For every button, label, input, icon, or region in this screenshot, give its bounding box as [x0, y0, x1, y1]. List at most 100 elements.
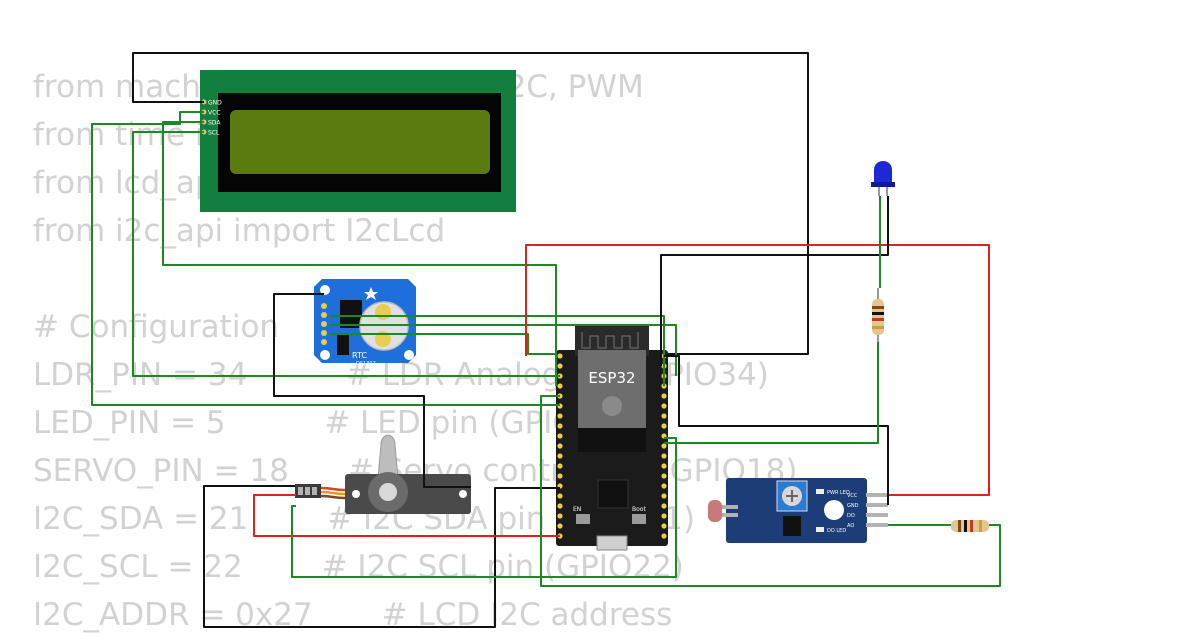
esp32-header-pin[interactable]	[557, 413, 563, 419]
esp32-shield	[578, 350, 646, 428]
esp32-header-pin[interactable]	[557, 363, 563, 369]
esp32-header-pin[interactable]	[557, 353, 563, 359]
battery-contact	[375, 304, 391, 320]
en-button[interactable]	[576, 514, 590, 524]
do-led	[816, 527, 824, 532]
comparator-chip	[783, 516, 801, 536]
pwr-led-label: PWR LED	[827, 490, 850, 496]
wire-lcd-gnd[interactable]	[132, 52, 809, 355]
servo-shaft	[379, 483, 397, 501]
wire-ldr-gnd[interactable]	[664, 355, 889, 505]
ldr-resistor[interactable]	[951, 520, 989, 532]
rtc-pin[interactable]	[321, 312, 327, 318]
ldr-header-pin[interactable]	[866, 513, 888, 517]
servo-lead	[320, 486, 346, 492]
photoresistor	[708, 500, 722, 522]
esp32-header-pin[interactable]	[661, 513, 667, 519]
esp32-board[interactable]: ESP32 EN Boot	[556, 326, 668, 551]
servo-lead	[320, 494, 346, 500]
antenna-trace	[581, 332, 639, 349]
esp32-header-pin[interactable]	[557, 433, 563, 439]
esp32-header-pin[interactable]	[661, 533, 667, 539]
esp32-header-pin[interactable]	[557, 473, 563, 479]
code-line: I2C_ADDR = 0x27 # LCD I2C address	[33, 597, 673, 633]
esp32-header-pin[interactable]	[661, 393, 667, 399]
wire-rtc-signal[interactable]	[330, 324, 677, 376]
esp32-header-pin[interactable]	[557, 513, 563, 519]
esp32-header-pin[interactable]	[661, 483, 667, 489]
rtc-mount-hole	[320, 285, 330, 295]
esp32-header-pin[interactable]	[557, 463, 563, 469]
blue-led[interactable]	[871, 161, 895, 196]
wire-rtc-signal[interactable]	[330, 315, 665, 386]
espressif-logo-icon	[602, 396, 622, 416]
esp32-header-pin[interactable]	[661, 443, 667, 449]
resistor-band	[958, 520, 961, 532]
wire-lcd-scl[interactable]	[132, 131, 560, 377]
ldr-sensor-module[interactable]: PWR LED DO LED VCC GND DO AO	[708, 478, 888, 543]
rtc-module[interactable]: RTC DS1307	[314, 279, 416, 367]
esp32-header-pin[interactable]	[661, 463, 667, 469]
resistor-band	[872, 318, 884, 321]
esp32-header-pin[interactable]	[557, 523, 563, 529]
led-resistor[interactable]	[872, 288, 884, 342]
resistor-body	[872, 299, 884, 335]
esp32-header-pin[interactable]	[557, 503, 563, 509]
rtc-pin[interactable]	[321, 330, 327, 336]
wire-led-gpio[interactable]	[664, 342, 879, 444]
esp32-header-pin[interactable]	[557, 423, 563, 429]
esp32-header-pin[interactable]	[661, 493, 667, 499]
wire-servo-ground[interactable]	[203, 485, 560, 628]
esp32-header-pin[interactable]	[661, 413, 667, 419]
photoresistor-lead	[722, 505, 738, 509]
servo-mount-hole	[459, 490, 467, 498]
wire-vcc[interactable]	[525, 244, 990, 496]
esp32-header-pin[interactable]	[661, 403, 667, 409]
esp32-header-pin[interactable]	[661, 473, 667, 479]
en-button-label: EN	[573, 506, 581, 513]
rtc-crystal	[337, 333, 349, 355]
wire-ldr-analog[interactable]	[540, 395, 1001, 587]
resistor-band	[979, 520, 982, 532]
esp32-header-pin[interactable]	[661, 453, 667, 459]
ldr-header-pin[interactable]	[866, 503, 888, 507]
rtc-pin[interactable]	[321, 339, 327, 345]
code-line: # Configuration	[33, 309, 280, 345]
esp32-header-pin[interactable]	[661, 523, 667, 529]
ldr-header-pin[interactable]	[866, 523, 888, 527]
esp32-header-pin[interactable]	[661, 423, 667, 429]
ldr-header-pin[interactable]	[866, 493, 888, 497]
servo-body	[345, 474, 471, 514]
wire-servo-signal[interactable]	[291, 437, 677, 578]
rtc-chip	[340, 300, 362, 328]
esp32-right-header[interactable]	[661, 353, 667, 539]
esp32-header-pin[interactable]	[557, 383, 563, 389]
wire-servo-gnd[interactable]	[273, 293, 471, 488]
wire-servo-power[interactable]	[253, 494, 560, 537]
rtc-pin[interactable]	[321, 321, 327, 327]
esp32-module-base	[578, 428, 646, 452]
servo-pin	[298, 487, 303, 495]
lcd-display[interactable]: GND VCC SDA SCL	[200, 70, 516, 212]
lcd-pin-label: VCC	[208, 110, 220, 117]
adafruit-logo-icon	[364, 287, 378, 300]
servo-pin	[312, 487, 317, 495]
boot-button[interactable]	[632, 514, 646, 524]
ldr-pin-label: VCC	[847, 493, 858, 499]
esp32-header-pin[interactable]	[557, 443, 563, 449]
esp32-header-pin[interactable]	[557, 453, 563, 459]
rtc-pin[interactable]	[321, 303, 327, 309]
wire-led-gnd[interactable]	[660, 196, 889, 366]
micro-usb-port[interactable]	[596, 535, 628, 551]
servo-motor[interactable]	[295, 434, 471, 514]
do-led-label: DO LED	[827, 528, 846, 534]
wire-lcd-sda[interactable]	[162, 121, 557, 386]
wire-rtc-signal[interactable]	[330, 333, 556, 355]
esp32-header-pin[interactable]	[557, 493, 563, 499]
ldr-pin-label: DO	[847, 513, 855, 519]
resistor-band	[970, 520, 973, 532]
ldr-pin-label: AO	[847, 523, 854, 529]
esp32-header-pin[interactable]	[661, 503, 667, 509]
wire-lcd-vcc[interactable]	[91, 111, 560, 406]
